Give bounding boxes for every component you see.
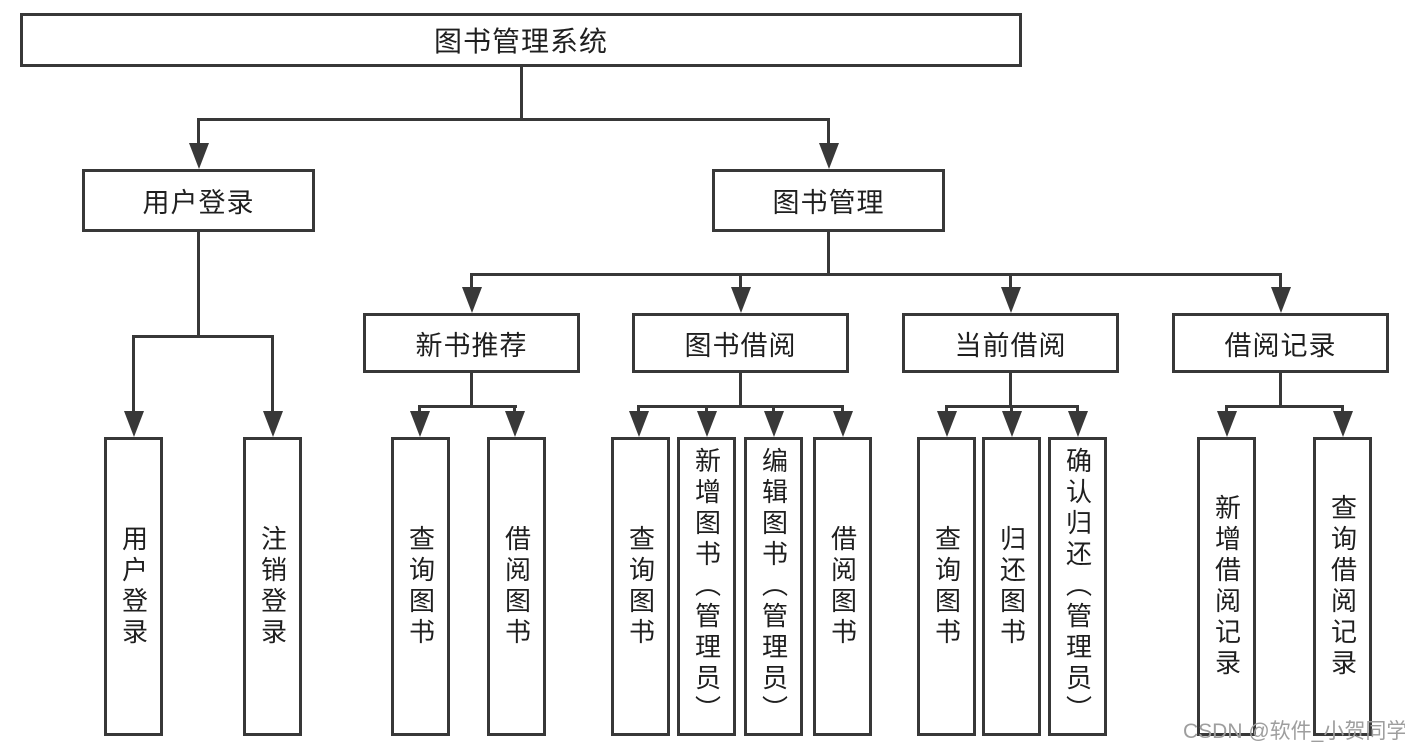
leaf-add-books-admin: 新增图书（管理员） [677, 437, 736, 736]
arrowhead-down-icon [764, 411, 784, 437]
node-new-book-recommend: 新书推荐 [363, 313, 580, 373]
leaf-return-books: 归还图书 [982, 437, 1041, 736]
arrowhead-down-icon [1217, 411, 1237, 437]
arrowhead-down-icon [462, 287, 482, 313]
arrowhead-down-icon [124, 411, 144, 437]
connector-line [513, 405, 516, 413]
arrowhead-down-icon [1271, 287, 1291, 313]
leaf-query-books-borrowing: 查询图书 [611, 437, 670, 736]
arrowhead-down-icon [731, 287, 751, 313]
leaf-query-books-current: 查询图书 [917, 437, 976, 736]
connector-line [520, 67, 523, 121]
node-book-borrowing: 图书借阅 [632, 313, 849, 373]
connector-line [1076, 405, 1079, 413]
connector-line [470, 273, 1282, 276]
node-borrowing-records: 借阅记录 [1172, 313, 1389, 373]
connector-line [827, 232, 830, 276]
connector-line [470, 373, 473, 408]
leaf-edit-books-admin: 编辑图书（管理员） [744, 437, 803, 736]
connector-line [132, 335, 135, 414]
arrowhead-down-icon [697, 411, 717, 437]
node-current-borrowing: 当前借阅 [902, 313, 1119, 373]
node-user-login: 用户登录 [82, 169, 315, 232]
leaf-add-borrow-record: 新增借阅记录 [1197, 437, 1256, 736]
connector-line [418, 405, 421, 413]
csdn-watermark: CSDN @软件_小贺同学 [1183, 720, 1405, 743]
connector-line [271, 335, 274, 414]
connector-line [739, 373, 742, 408]
arrowhead-down-icon [937, 411, 957, 437]
connector-line [1225, 405, 1344, 408]
arrowhead-down-icon [1068, 411, 1088, 437]
arrowhead-down-icon [505, 411, 525, 437]
leaf-confirm-return-admin: 确认归还（管理员） [1048, 437, 1107, 736]
connector-line [945, 405, 948, 413]
leaf-logout: 注销登录 [243, 437, 302, 736]
connector-line [132, 335, 274, 338]
connector-line [739, 273, 742, 289]
arrowhead-down-icon [1002, 411, 1022, 437]
arrowhead-down-icon [629, 411, 649, 437]
connector-line [637, 405, 640, 413]
node-root-library-management-system: 图书管理系统 [20, 13, 1022, 67]
connector-line [197, 118, 200, 145]
arrowhead-down-icon [410, 411, 430, 437]
connector-line [637, 405, 844, 408]
connector-line [197, 118, 830, 121]
connector-line [1010, 405, 1013, 413]
leaf-borrow-books-recommend: 借阅图书 [487, 437, 546, 736]
connector-line [772, 405, 775, 413]
connector-line [197, 232, 200, 338]
leaf-query-borrow-record: 查询借阅记录 [1313, 437, 1372, 736]
arrowhead-down-icon [189, 143, 209, 169]
arrowhead-down-icon [819, 143, 839, 169]
connector-line [1279, 273, 1282, 289]
connector-line [1009, 373, 1012, 408]
connector-line [1225, 405, 1228, 413]
connector-line [470, 273, 473, 289]
connector-line [1341, 405, 1344, 413]
arrowhead-down-icon [833, 411, 853, 437]
connector-line [841, 405, 844, 413]
connector-line [418, 405, 517, 408]
leaf-user-login: 用户登录 [104, 437, 163, 736]
node-book-management: 图书管理 [712, 169, 945, 232]
connector-line [705, 405, 708, 413]
leaf-query-books-recommend: 查询图书 [391, 437, 450, 736]
arrowhead-down-icon [1001, 287, 1021, 313]
connector-line [1279, 373, 1282, 408]
connector-line [1009, 273, 1012, 289]
arrowhead-down-icon [1333, 411, 1353, 437]
leaf-borrow-books: 借阅图书 [813, 437, 872, 736]
connector-line [827, 118, 830, 145]
arrowhead-down-icon [263, 411, 283, 437]
